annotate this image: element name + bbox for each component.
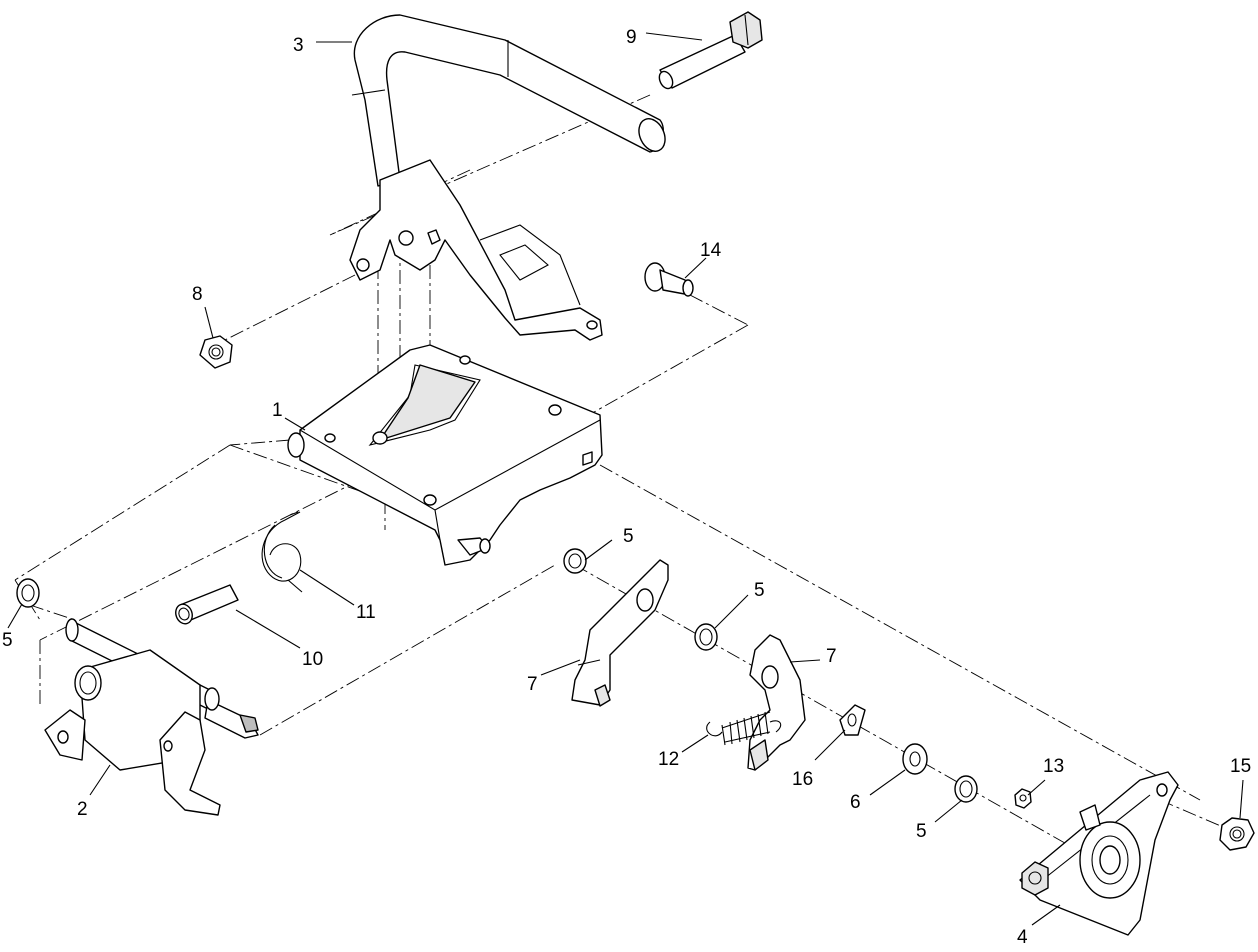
callout-5-mid-upper: 5 bbox=[623, 526, 634, 547]
callout-1: 1 bbox=[272, 400, 283, 421]
flange-nut-part-15 bbox=[1219, 817, 1255, 851]
callout-5-mid: 5 bbox=[754, 580, 765, 601]
callout-6: 6 bbox=[850, 792, 861, 813]
callout-7-left: 7 bbox=[527, 674, 538, 695]
callout-5-lower: 5 bbox=[916, 821, 927, 842]
callout-10: 10 bbox=[302, 649, 323, 670]
callout-labels: 1 2 3 4 5 5 5 5 6 7 7 8 9 10 11 12 13 14… bbox=[2, 27, 1251, 948]
clip-part-16 bbox=[839, 704, 866, 736]
bushing-part-5-lower bbox=[954, 775, 978, 803]
callout-15: 15 bbox=[1230, 756, 1251, 777]
flange-plate-part-4 bbox=[1019, 771, 1179, 936]
flange-nut-part-8 bbox=[199, 335, 233, 369]
handle-part-3 bbox=[349, 14, 666, 341]
bolt-part-9 bbox=[658, 11, 763, 90]
callout-11: 11 bbox=[356, 602, 376, 623]
callout-9: 9 bbox=[626, 27, 637, 48]
callout-16: 16 bbox=[792, 769, 813, 790]
callout-2: 2 bbox=[77, 799, 88, 820]
shoulder-bolt-part-14 bbox=[644, 262, 694, 297]
callout-5-left: 5 bbox=[2, 630, 13, 651]
bracket-part-1 bbox=[287, 344, 603, 566]
lock-plate-part-7-left bbox=[571, 559, 669, 707]
pivot-assembly-part-2 bbox=[44, 618, 259, 816]
callout-12: 12 bbox=[658, 749, 679, 770]
bushing-part-5-left bbox=[16, 578, 40, 608]
bushing-part-5-mid bbox=[694, 623, 718, 651]
washer-part-6 bbox=[902, 743, 928, 775]
callout-3: 3 bbox=[293, 35, 304, 56]
torsion-spring-part-11 bbox=[261, 511, 303, 593]
sleeve-part-10 bbox=[175, 584, 239, 625]
nut-part-13 bbox=[1014, 788, 1032, 809]
extension-spring-part-12 bbox=[706, 711, 782, 746]
bushing-part-5-mid-upper bbox=[563, 548, 587, 574]
callout-8: 8 bbox=[192, 284, 203, 305]
callout-14: 14 bbox=[700, 240, 722, 261]
callout-13: 13 bbox=[1043, 756, 1064, 777]
callout-leaders bbox=[7, 32, 1244, 926]
lock-plate-part-7-right bbox=[747, 634, 806, 771]
callout-7-right: 7 bbox=[826, 646, 837, 667]
callout-4: 4 bbox=[1017, 927, 1028, 948]
